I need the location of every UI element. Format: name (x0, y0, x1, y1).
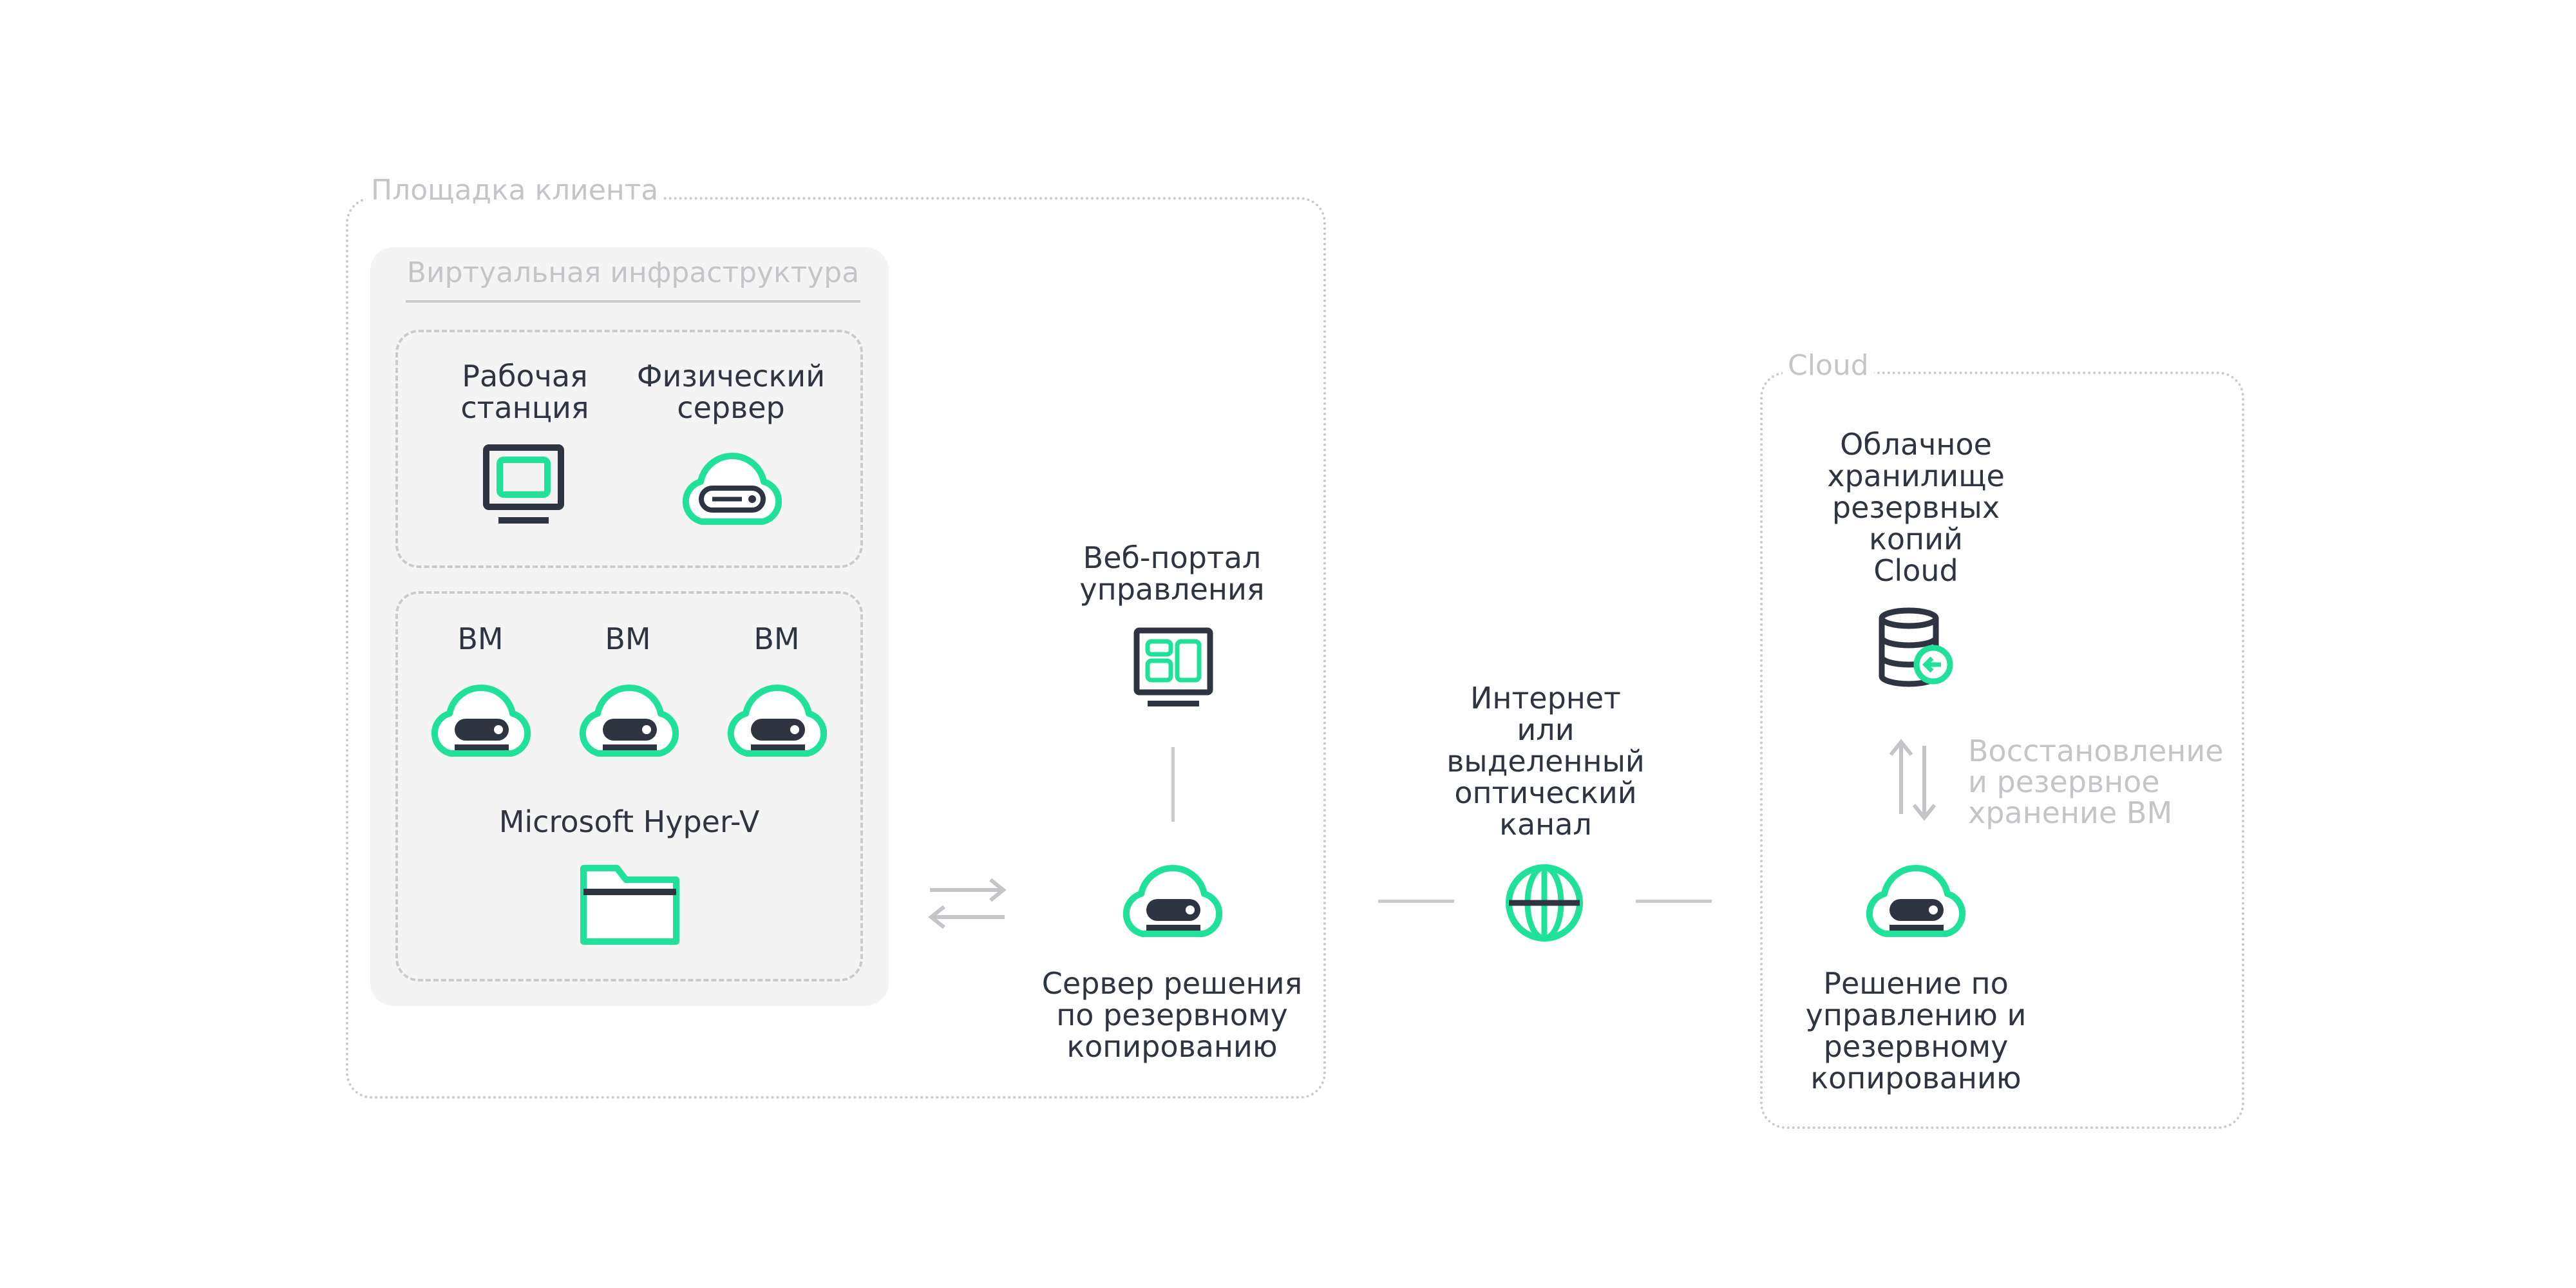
workstation-label: Рабочая станция (460, 359, 589, 425)
network-connector-right (1636, 900, 1712, 903)
client-site-frame (346, 197, 1326, 1099)
physical-server-label: Физический сервер (636, 359, 826, 425)
cloud-storage-label: Облачное хранилище резервных копий Cloud (1827, 427, 2005, 588)
dashboard-monitor-icon (1133, 627, 1213, 706)
globe-icon (1506, 864, 1583, 942)
network-label: Интернет или выделенный оптический канал (1446, 681, 1645, 842)
vm-label-2: ВМ (605, 621, 651, 656)
vm-cloud-server-icon-1 (431, 684, 531, 757)
database-icon (1879, 607, 1953, 687)
backup-server-cloud-icon (1122, 864, 1223, 937)
network-connector-left (1378, 900, 1454, 903)
physical-devices-box (395, 330, 863, 568)
restore-arrows-icon (1889, 739, 1937, 821)
vm-label-1: ВМ (457, 621, 504, 656)
cloud-title: Cloud (1783, 349, 1874, 383)
vm-label-3: ВМ (753, 621, 800, 656)
cloud-server-icon (682, 452, 782, 525)
cloud-solution-icon (1866, 864, 1966, 937)
monitor-icon (483, 444, 564, 524)
hypervisor-label: Microsoft Hyper-V (498, 804, 760, 839)
cloud-solution-label: Решение по управлению и резервному копир… (1805, 966, 2027, 1095)
cloud-frame (1760, 372, 2244, 1129)
vm-box (395, 591, 863, 981)
web-portal-label: Веб-портал управления (1079, 540, 1265, 607)
vm-cloud-server-icon-3 (727, 684, 828, 757)
exchange-arrows-icon (928, 878, 1007, 929)
folder-icon (580, 865, 679, 945)
portal-connector-line (1171, 747, 1175, 822)
vm-cloud-server-icon-2 (579, 684, 679, 757)
restore-note: Восстановление и резервное хранение ВМ (1968, 734, 2224, 830)
virtual-infra-title: Виртуальная инфраструктура (406, 256, 860, 303)
client-site-title: Площадка клиента (366, 174, 664, 207)
backup-server-label: Сервер решения по резервному копированию (1041, 966, 1303, 1064)
